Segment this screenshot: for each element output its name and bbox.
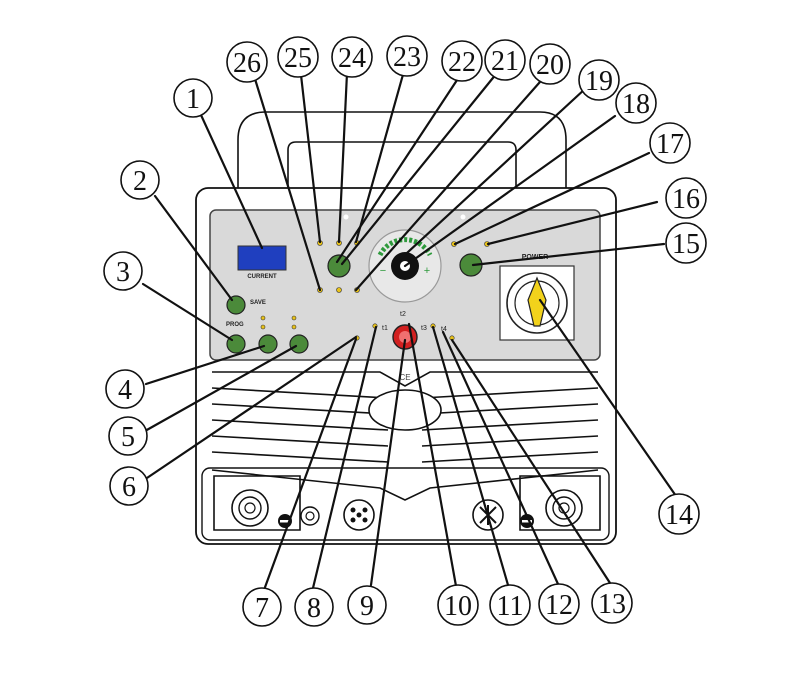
power-switch[interactable] [499, 265, 575, 341]
save-label: SAVE [250, 300, 266, 306]
callout-label: 26 [233, 48, 261, 79]
callout-label: 4 [118, 375, 132, 406]
callout-15: 15 [665, 222, 707, 264]
callout-label: 15 [672, 229, 700, 260]
callout-label: 17 [656, 129, 684, 160]
callout-25: 25 [277, 36, 319, 78]
callout-17: 17 [649, 122, 691, 164]
callout-label: 19 [585, 66, 613, 97]
callout-19: 19 [578, 59, 620, 101]
callout-2: 2 [120, 160, 160, 200]
ce-mark: CE [399, 373, 410, 382]
callout-label: 22 [448, 47, 476, 78]
knob-minus: − [380, 265, 386, 277]
callout-label: 11 [497, 591, 524, 622]
panel-screw [460, 364, 466, 370]
timer-t4-label: t4 [441, 326, 447, 333]
mode-button[interactable] [258, 334, 278, 354]
callout-5: 5 [108, 416, 148, 456]
callout-label: 21 [491, 46, 519, 77]
torch-control-socket[interactable] [343, 499, 375, 531]
callout-6: 6 [109, 466, 149, 506]
callout-22: 22 [441, 40, 483, 82]
callout-21: 21 [484, 39, 526, 81]
callout-label: 20 [536, 50, 564, 81]
timer-t1-label: t1 [382, 325, 388, 332]
panel-screw [343, 214, 349, 220]
callout-7: 7 [242, 587, 282, 627]
callout-1: 1 [173, 78, 213, 118]
callout-9: 9 [347, 585, 387, 625]
leader-lines [139, 66, 678, 592]
callout-label: 12 [545, 590, 573, 621]
current-label: CURRENT [247, 274, 277, 280]
callout-label: 16 [672, 184, 700, 215]
mode-leds [260, 315, 297, 330]
negative-output-socket[interactable] [231, 489, 269, 527]
callout-10: 10 [437, 584, 479, 626]
callout-label: 1 [186, 84, 200, 115]
panel-screw [460, 214, 466, 220]
callout-label: 18 [622, 89, 650, 120]
callout-14: 14 [658, 493, 700, 535]
callout-24: 24 [331, 36, 373, 78]
callout-label: 8 [307, 593, 321, 624]
positive-output-socket[interactable] [545, 489, 583, 527]
callout-label: 10 [444, 591, 472, 622]
callout-label: 14 [665, 500, 693, 531]
timer-t2-label: t2 [400, 311, 406, 318]
callout-label: 24 [338, 43, 366, 74]
callout-23: 23 [386, 35, 428, 77]
callout-18: 18 [615, 82, 657, 124]
callout-13: 13 [591, 582, 633, 624]
pulse-button[interactable] [289, 334, 309, 354]
callout-label: 25 [284, 43, 312, 74]
gas-outlet-connector[interactable] [300, 506, 320, 526]
callout-label: 6 [122, 472, 136, 503]
callout-8: 8 [294, 587, 334, 627]
callout-4: 4 [105, 369, 145, 409]
connector-panel [201, 467, 610, 541]
timer-t3-label: t3 [421, 325, 427, 332]
callout-20: 20 [529, 43, 571, 85]
callout-16: 16 [665, 177, 707, 219]
callout-11: 11 [489, 584, 531, 626]
callout-3: 3 [103, 251, 143, 291]
callout-26: 26 [226, 41, 268, 83]
callout-label: 13 [598, 589, 626, 620]
callout-label: 3 [116, 257, 130, 288]
callout-label: 9 [360, 591, 374, 622]
prog-label: PROG [226, 322, 244, 328]
callout-label: 5 [121, 422, 135, 453]
carry-handle [237, 111, 567, 188]
callout-label: 7 [255, 593, 269, 624]
callout-label: 23 [393, 42, 421, 73]
knob-plus: + [424, 265, 430, 277]
callout-label: 2 [133, 166, 147, 197]
callout-12: 12 [538, 583, 580, 625]
